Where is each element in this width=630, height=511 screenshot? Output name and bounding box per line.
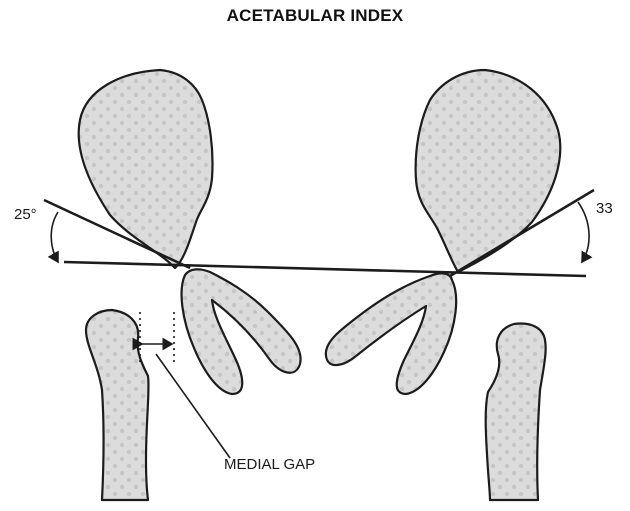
left-ischium [182, 269, 301, 394]
right-ilium [416, 70, 561, 272]
right-angle-label: 33 [596, 200, 613, 217]
right-femur [486, 324, 546, 501]
left-angle-label: 25° [14, 206, 37, 223]
medial-gap-label: MEDIAL GAP [224, 456, 315, 473]
left-femur [86, 310, 149, 500]
left-ilium [79, 70, 213, 268]
right-angle-arc [578, 202, 589, 262]
right-ischium [326, 273, 456, 394]
hilgenreiner-line [64, 262, 586, 276]
left-angle-arc [51, 212, 58, 262]
